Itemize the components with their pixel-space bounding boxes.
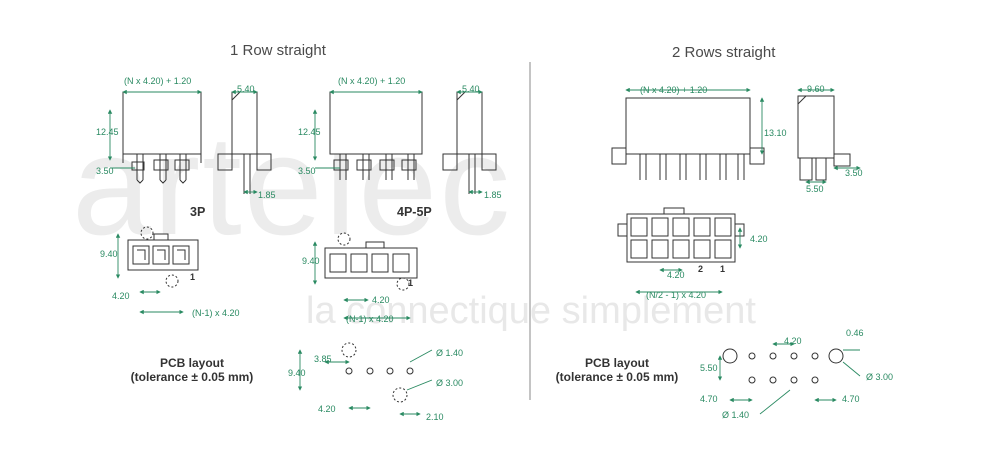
pcb-layout-label-right: PCB layout (tolerance ± 0.05 mm) [542,356,692,384]
pcb-layout-2rows [722,348,844,384]
dim-385: 3.85 [314,354,332,364]
front-view-2rows [611,97,765,180]
dim-940-pcb: 9.40 [288,368,306,378]
dim-940-4p: 9.40 [302,256,320,266]
pcb-layout-1row [341,342,414,403]
top-view-4p5p [324,232,418,291]
top-view-2rows [617,207,745,263]
front-view-4p5p [329,91,423,180]
dim-pitch-2row: (N/2 - 1) x 4.20 [646,290,706,300]
top-view-3p [127,226,199,288]
dim-540-3p: 5.40 [237,84,255,94]
dim-420-2row-h: 4.20 [667,270,685,280]
dim-1245-4p: 12.45 [298,127,321,137]
pin1-label-3p: 1 [190,272,195,282]
dim-210: 2.10 [426,412,444,422]
dim-470-right: 4.70 [842,394,860,404]
dim-046: 0.46 [846,328,864,338]
side-view-2rows [797,95,851,181]
pcb-layout-tolerance-left: (tolerance ± 0.05 mm) [130,370,254,384]
dim-width-formula-3p: (N x 4.20) + 1.20 [124,76,191,86]
pcb-layout-title-left: PCB layout [159,356,224,370]
title-2-rows-straight: 2 Rows straight [672,44,776,61]
dim-420-pcb2: 4.20 [784,336,802,346]
dim-420-4p: 4.20 [372,295,390,305]
dim-960: 9.60 [807,84,825,94]
dim-420-2row-v: 4.20 [750,234,768,244]
dim-550-side: 5.50 [806,184,824,194]
dim-1245-3p: 12.45 [96,127,119,137]
dim-420-pcb: 4.20 [318,404,336,414]
pin1-label-2row: 1 [720,264,725,274]
dim-550-pcb: 5.50 [700,363,718,373]
label-3p: 3P [190,205,206,219]
dimension-labels: (N x 4.20) + 1.20 5.40 12.45 3.50 1.85 (… [96,76,893,422]
dim-470-left: 4.70 [700,394,718,404]
dim-420-3p: 4.20 [112,291,130,301]
pcb-layout-title-right: PCB layout [584,356,649,370]
dim-350-3p: 3.50 [96,166,114,176]
dim-940-3p: 9.40 [100,249,118,259]
pin2-label: 2 [698,264,703,274]
dim-185-3p: 1.85 [258,190,276,200]
dim-width-formula-2row: (N x 4.20) + 1.20 [640,85,707,95]
dim-phi140-right: Ø 1.40 [722,410,749,420]
dim-1310: 13.10 [764,128,787,138]
dim-185-4p: 1.85 [484,190,502,200]
dim-phi300-left: Ø 3.00 [436,378,463,388]
pcb-layout-tolerance-right: (tolerance ± 0.05 mm) [555,370,679,384]
pin1-label-4p: 1 [408,278,413,288]
dim-540-4p: 5.40 [462,84,480,94]
pcb-layout-label-left: PCB layout (tolerance ± 0.05 mm) [117,356,267,384]
dim-pitch-4p: (N-1) x 4.20 [346,314,394,324]
dim-phi140-left: Ø 1.40 [436,348,463,358]
dim-350-2row: 3.50 [845,168,863,178]
side-view-3p [217,91,272,194]
dim-pitch-3p: (N-1) x 4.20 [192,308,240,318]
front-view-3p [122,91,202,184]
dim-phi300-right: Ø 3.00 [866,372,893,382]
dim-width-formula-4p: (N x 4.20) + 1.20 [338,76,405,86]
label-4p-5p: 4P-5P [397,205,432,219]
side-view-4p5p [442,91,497,194]
title-1-row-straight: 1 Row straight [230,42,326,59]
dim-350-4p: 3.50 [298,166,316,176]
